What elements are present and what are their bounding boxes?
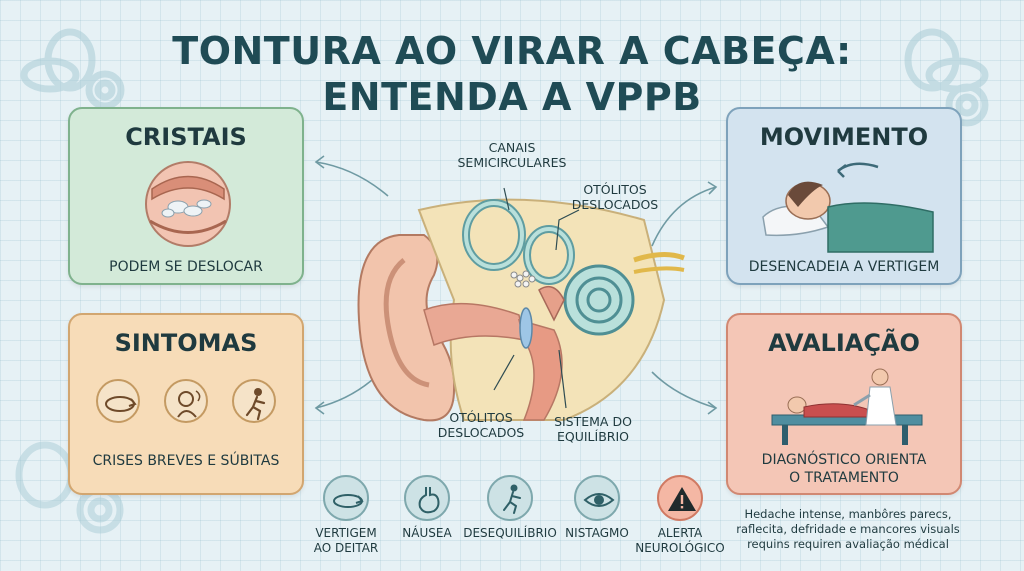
- warning-note-line-3: requins requiren avaliação médical: [747, 537, 949, 551]
- card-crystals: CRISTAIS PODEM SE DESLOCAR: [68, 107, 304, 285]
- arrow-to-evaluation: [651, 371, 717, 409]
- ear-anatomy-illustration: [357, 187, 685, 422]
- bottom-item-nystagmus-label: NISTAGMO: [565, 526, 629, 540]
- rotation-icon: [96, 379, 140, 423]
- bottom-item-neuro-alert-line-1: ALERTA: [657, 526, 703, 540]
- label-displaced-otoliths-top-line-1: OTÓLITOS: [583, 182, 647, 197]
- card-crystals-caption: PODEM SE DESLOCAR: [109, 259, 263, 275]
- rotation-icon: [323, 475, 369, 521]
- bottom-item-neuro-alert-label: ALERTA NEUROLÓGICO: [630, 526, 730, 556]
- label-semicircular-canals-line-2: SEMICIRCULARES: [457, 155, 567, 170]
- card-symptoms-caption: CRISES BREVES E SÚBITAS: [92, 453, 280, 469]
- arrow-to-crystals: [315, 161, 389, 197]
- label-balance-system-line-2: EQUILÍBRIO: [556, 429, 629, 444]
- card-symptoms: SINTOMAS CRISES BREVES E SÚBITAS: [68, 313, 304, 495]
- arrow-to-crystals-head: [314, 155, 325, 169]
- card-crystals-title: CRISTAIS: [125, 123, 247, 151]
- card-evaluation: AVALIAÇÃO DIAGNÓSTICO ORIENTA O TRATAMEN…: [726, 313, 962, 495]
- crystals-illustration: [145, 161, 231, 247]
- eye-icon: [574, 475, 620, 521]
- bottom-item-vertigo-line-2: AO DEITAR: [313, 541, 379, 555]
- card-evaluation-caption-line-2: O TRATAMENTO: [789, 470, 899, 486]
- stumbling-person-icon: [487, 475, 533, 521]
- dizzy-head-icon: [164, 379, 208, 423]
- label-semicircular-canals-line-1: CANAIS: [488, 140, 536, 155]
- card-movement-caption: DESENCADEIA A VERTIGEM: [748, 259, 940, 275]
- card-evaluation-caption-line-1: DIAGNÓSTICO ORIENTA: [761, 452, 927, 468]
- arrow-to-evaluation-head: [707, 401, 718, 415]
- bottom-item-vertigo-label: VERTIGEM AO DEITAR: [296, 526, 396, 556]
- label-displaced-otoliths-top: OTÓLITOS DESLOCADOS: [560, 182, 670, 212]
- falling-person-icon: [232, 379, 276, 423]
- bottom-item-neuro-alert-line-2: NEUROLÓGICO: [635, 541, 725, 555]
- page-title: TONTURA AO VIRAR A CABEÇA: ENTENDA A VPP…: [150, 28, 874, 120]
- arrow-to-movement: [651, 186, 717, 247]
- arrow-to-symptoms: [315, 379, 373, 409]
- watermark-inner-ear-icon: [20, 28, 125, 110]
- label-displaced-otoliths-bottom-line-2: DESLOCADOS: [437, 425, 525, 440]
- lying-person-illustration: [762, 162, 934, 253]
- label-displaced-otoliths-bottom-line-1: OTÓLITOS: [449, 410, 513, 425]
- doctor-exam-illustration: [771, 368, 923, 445]
- page-title-line-1: TONTURA AO VIRAR A CABEÇA:: [172, 29, 852, 73]
- card-movement-title: MOVIMENTO: [759, 123, 929, 151]
- label-displaced-otoliths-top-line-2: DESLOCADOS: [571, 197, 659, 212]
- card-symptoms-title: SINTOMAS: [114, 329, 258, 357]
- bottom-item-vertigo-line-1: VERTIGEM: [315, 526, 377, 540]
- arrow-to-symptoms-head: [314, 401, 325, 415]
- watermark-inner-ear-icon: [904, 28, 989, 127]
- bottom-item-nausea-label: NÁUSEA: [402, 526, 452, 540]
- label-semicircular-canals: CANAIS SEMICIRCULARES: [452, 140, 572, 170]
- label-balance-system-line-1: SISTEMA DO: [554, 414, 632, 429]
- card-evaluation-title: AVALIAÇÃO: [768, 329, 920, 357]
- card-movement: MOVIMENTO DESENCADEIA A VERTIGEM: [726, 107, 962, 285]
- warning-note-line-2: raflecita, defridade e mancores visuals: [736, 522, 960, 536]
- warning-note-line-1: Hedache intense, manbôres parecs,: [744, 507, 952, 521]
- page-title-line-2: ENTENDA A VPPB: [322, 75, 702, 119]
- label-displaced-otoliths-bottom: OTÓLITOS DESLOCADOS: [426, 410, 536, 440]
- warning-note: Hedache intense, manbôres parecs, raflec…: [732, 507, 964, 552]
- label-balance-system: SISTEMA DO EQUILÍBRIO: [538, 414, 648, 444]
- arrow-to-movement-head: [707, 181, 718, 195]
- warning-icon: [657, 475, 703, 521]
- stomach-icon: [404, 475, 450, 521]
- bottom-item-imbalance-label: DESEQUILÍBRIO: [463, 526, 557, 540]
- card-evaluation-caption: DIAGNÓSTICO ORIENTA O TRATAMENTO: [728, 451, 960, 487]
